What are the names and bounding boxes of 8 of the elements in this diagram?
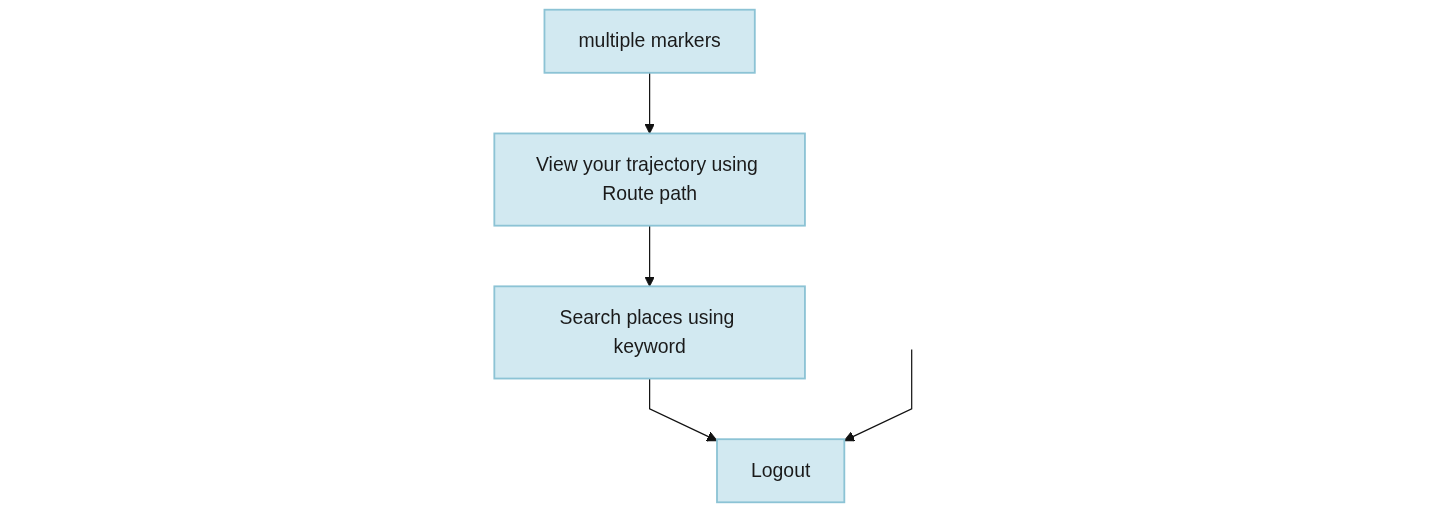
arrow — [644, 72, 655, 134]
arrow — [843, 348, 913, 442]
process-box: Logout — [716, 438, 846, 504]
process-box: View your trajectory using Route path — [493, 132, 806, 227]
process-box: multiple markers — [543, 8, 756, 74]
arrow — [644, 225, 655, 287]
process-box: Search places using keyword — [493, 285, 806, 380]
arrow — [649, 377, 718, 442]
